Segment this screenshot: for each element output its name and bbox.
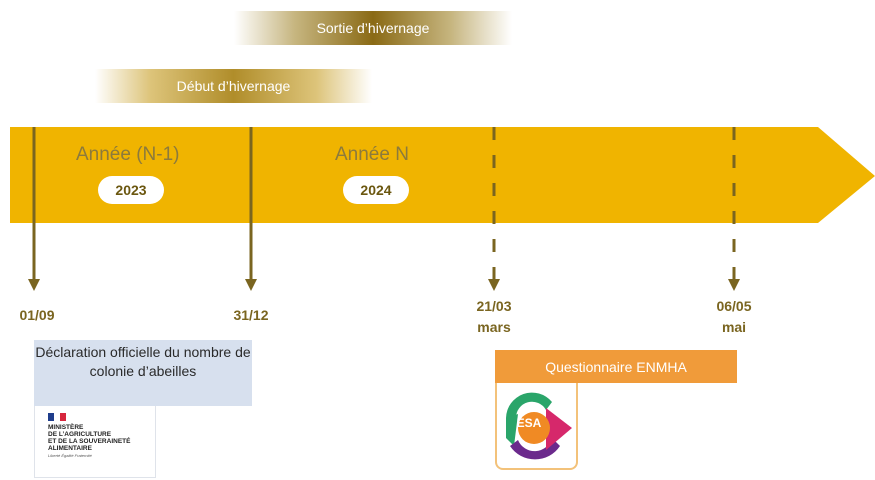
marker-arrowhead-0605 (728, 279, 740, 291)
date-2103: 21/03 (476, 298, 512, 314)
esa-logo-icon (506, 392, 572, 460)
marker-arrowhead-2103 (488, 279, 500, 291)
sortie-hivernage-label: Sortie d’hivernage (316, 20, 430, 36)
marker-arrowhead-3112 (245, 279, 257, 291)
sortie-hivernage-band: Sortie d’hivernage (234, 11, 512, 45)
date-2103-month: mars (477, 319, 511, 335)
questionnaire-title: Questionnaire ENMHA (545, 358, 687, 375)
year-current-label: Année N (335, 144, 409, 165)
esa-logo-text: ESA (516, 416, 542, 430)
french-flag-icon (48, 413, 66, 421)
ministry-motto: Liberté Égalité Fraternité (48, 453, 92, 458)
ministry-line-2: DE L’AGRICULTURE (48, 431, 112, 438)
ministry-logo-frame (34, 406, 156, 478)
debut-hivernage-label: Début d’hivernage (176, 78, 291, 94)
ministry-line-3: ET DE LA SOUVERAINETÉ (48, 438, 131, 445)
year-previous-label: Année (N-1) (76, 144, 180, 165)
debut-hivernage-band: Début d’hivernage (95, 69, 372, 103)
date-0605-month: mai (721, 319, 747, 335)
year-current-pill: 2024 (343, 176, 409, 204)
ministry-line-4: ALIMENTAIRE (48, 445, 92, 452)
date-0605: 06/05 (716, 298, 752, 314)
year-previous-pill: 2023 (98, 176, 164, 204)
questionnaire-box: Questionnaire ENMHA (495, 350, 737, 383)
declaration-text: Déclaration officielle du nombre de colo… (35, 344, 251, 379)
date-0109: 01/09 (19, 307, 55, 323)
ministry-logo-text: MINISTÈRE DE L’AGRICULTURE ET DE LA SOUV… (48, 424, 158, 452)
marker-arrowhead-0109 (28, 279, 40, 291)
declaration-box: Déclaration officielle du nombre de colo… (34, 340, 252, 406)
date-3112: 31/12 (233, 307, 269, 323)
timeline-arrow (10, 127, 875, 223)
ministry-line-1: MINISTÈRE (48, 424, 84, 431)
